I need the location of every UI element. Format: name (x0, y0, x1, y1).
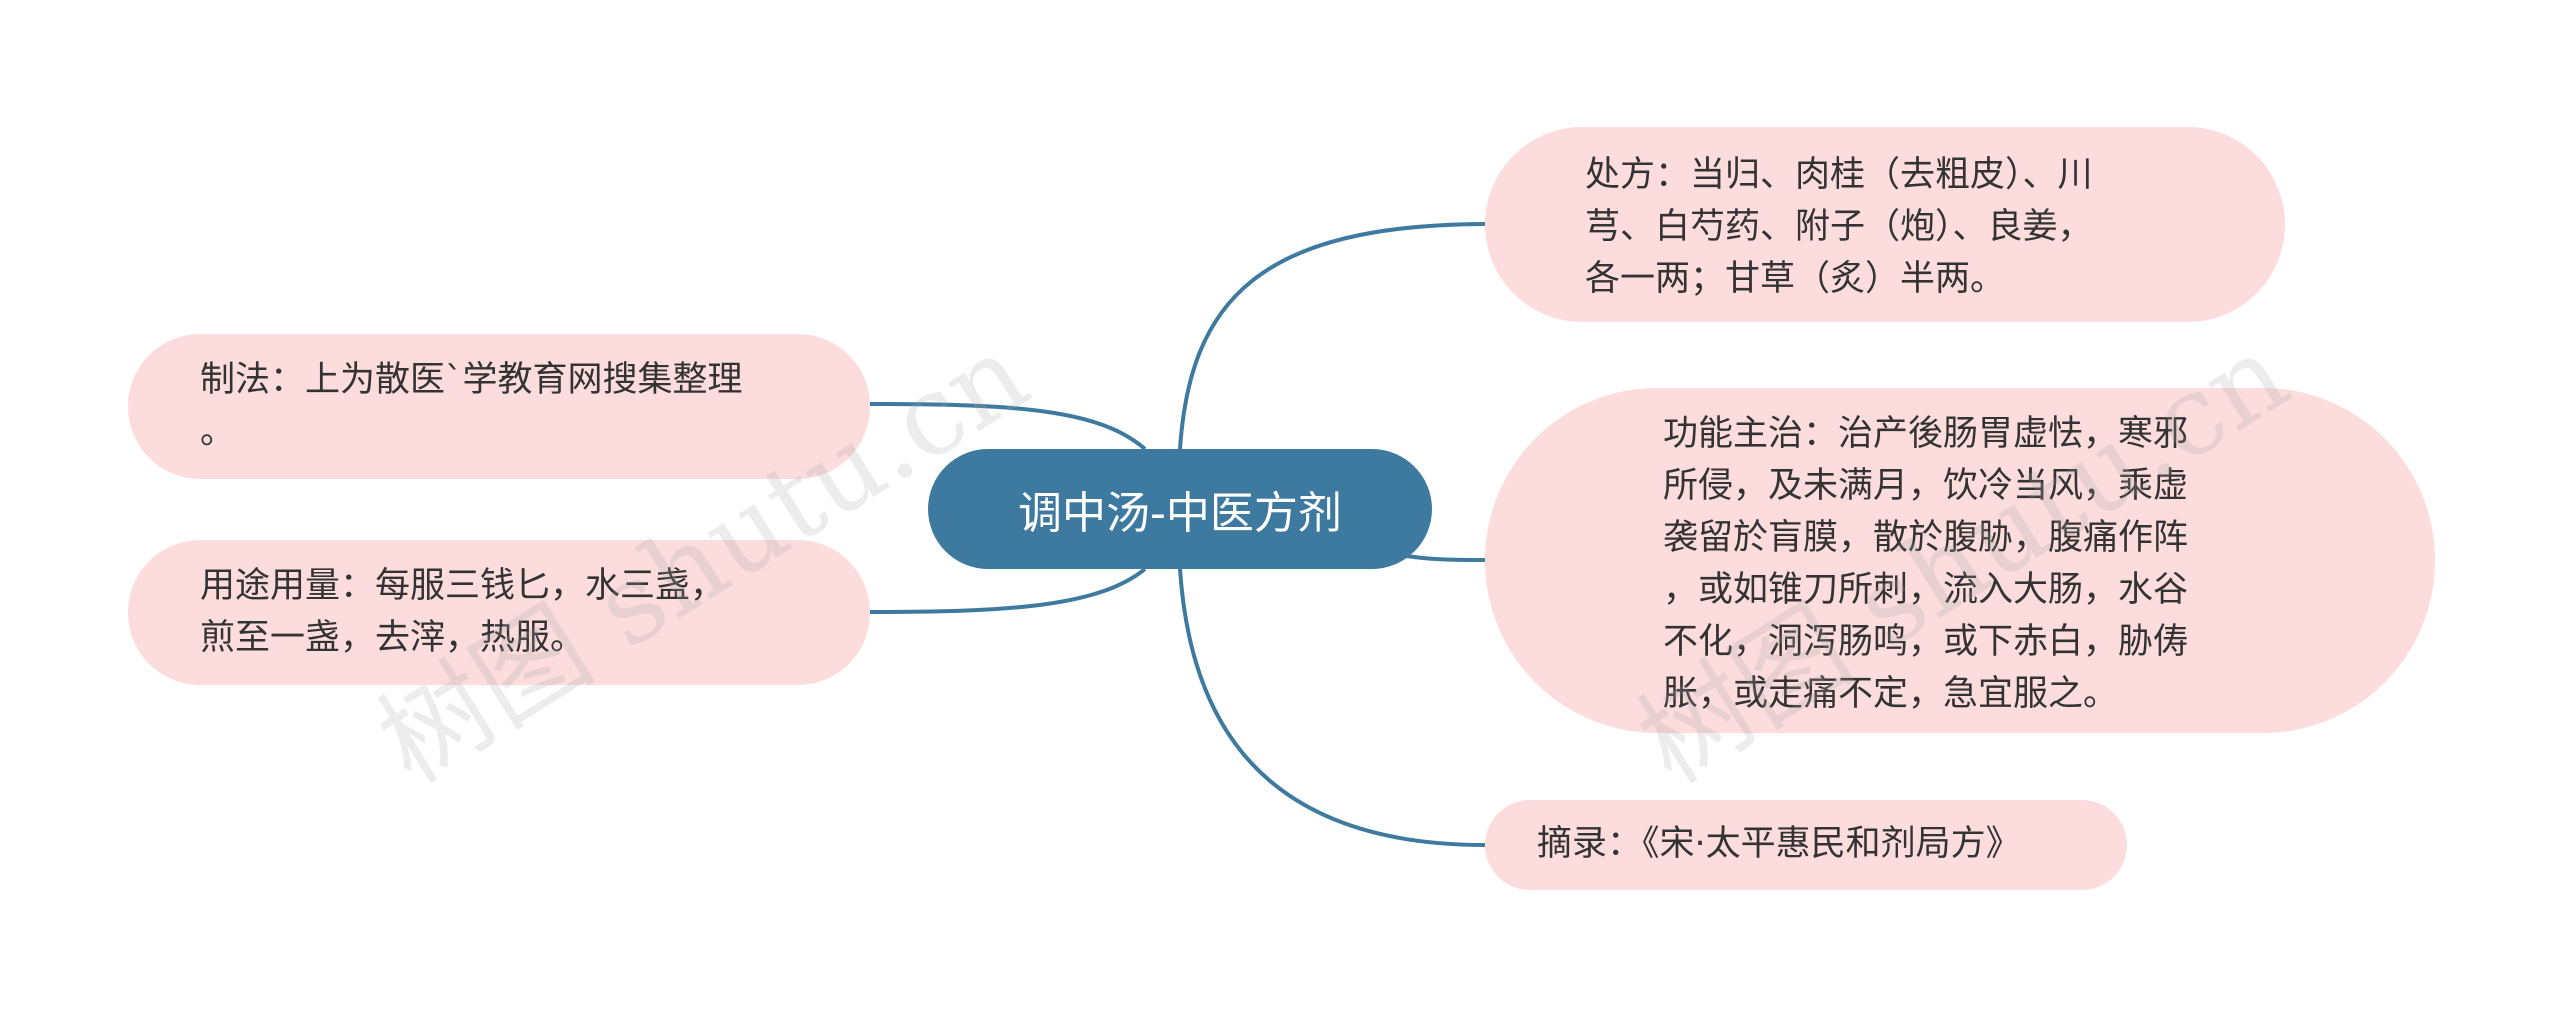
topic-line: 芎、白芍药、附子（炮）、良姜， (1585, 207, 2093, 247)
topic-line: 。 (200, 412, 236, 452)
topic-line: 各一两；甘草（炙）半两。 (1585, 259, 2006, 299)
topic-preparation[interactable]: 制法：上为散医`学教育网搜集整理 。 (128, 334, 870, 479)
topic-line: 处方：当归、肉桂（去粗皮）、川 (1585, 155, 2093, 195)
connector-yongtu (869, 567, 1147, 614)
connector-gongneng (1399, 553, 1486, 562)
topic-indications[interactable]: 功能主治：治产後肠胃虚怯，寒邪 所侵，及未满月，饮冷当风，乘虚 袭留於肓膜，散於… (1485, 388, 2435, 733)
root-topic-label: 调中汤-中医方剂 (1018, 488, 1342, 539)
topic-line: 袭留於肓膜，散於腹胁，腹痛作阵 (1663, 518, 2189, 558)
topic-line: 摘录：《宋·太平惠民和剂局方》 (1537, 824, 2021, 864)
connector-chufang (1178, 222, 1486, 450)
connector-zhailu (1178, 568, 1486, 847)
topic-source[interactable]: 摘录：《宋·太平惠民和剂局方》 (1485, 800, 2127, 890)
topic-line: ，或如锥刀所刺，流入大肠，水谷 (1663, 570, 2189, 610)
connector-zhifa (869, 402, 1147, 451)
topic-line: 不化，洞泻肠鸣，或下赤白，胁俦 (1663, 622, 2189, 662)
topic-line: 所侵，及未满月，饮冷当风，乘虚 (1663, 466, 2189, 506)
topic-line: 用途用量：每服三钱匕，水三盏， (200, 566, 726, 606)
topic-line: 煎至一盏，去滓，热服。 (200, 618, 586, 658)
root-topic[interactable]: 调中汤-中医方剂 (928, 449, 1432, 569)
topic-dosage[interactable]: 用途用量：每服三钱匕，水三盏， 煎至一盏，去滓，热服。 (128, 540, 870, 685)
topic-line: 制法：上为散医`学教育网搜集整理 (200, 360, 743, 400)
topic-line: 功能主治：治产後肠胃虚怯，寒邪 (1663, 414, 2189, 454)
topic-line: 胀，或走痛不定，急宜服之。 (1663, 674, 2119, 714)
topic-prescription[interactable]: 处方：当归、肉桂（去粗皮）、川 芎、白芍药、附子（炮）、良姜， 各一两；甘草（炙… (1485, 127, 2285, 322)
